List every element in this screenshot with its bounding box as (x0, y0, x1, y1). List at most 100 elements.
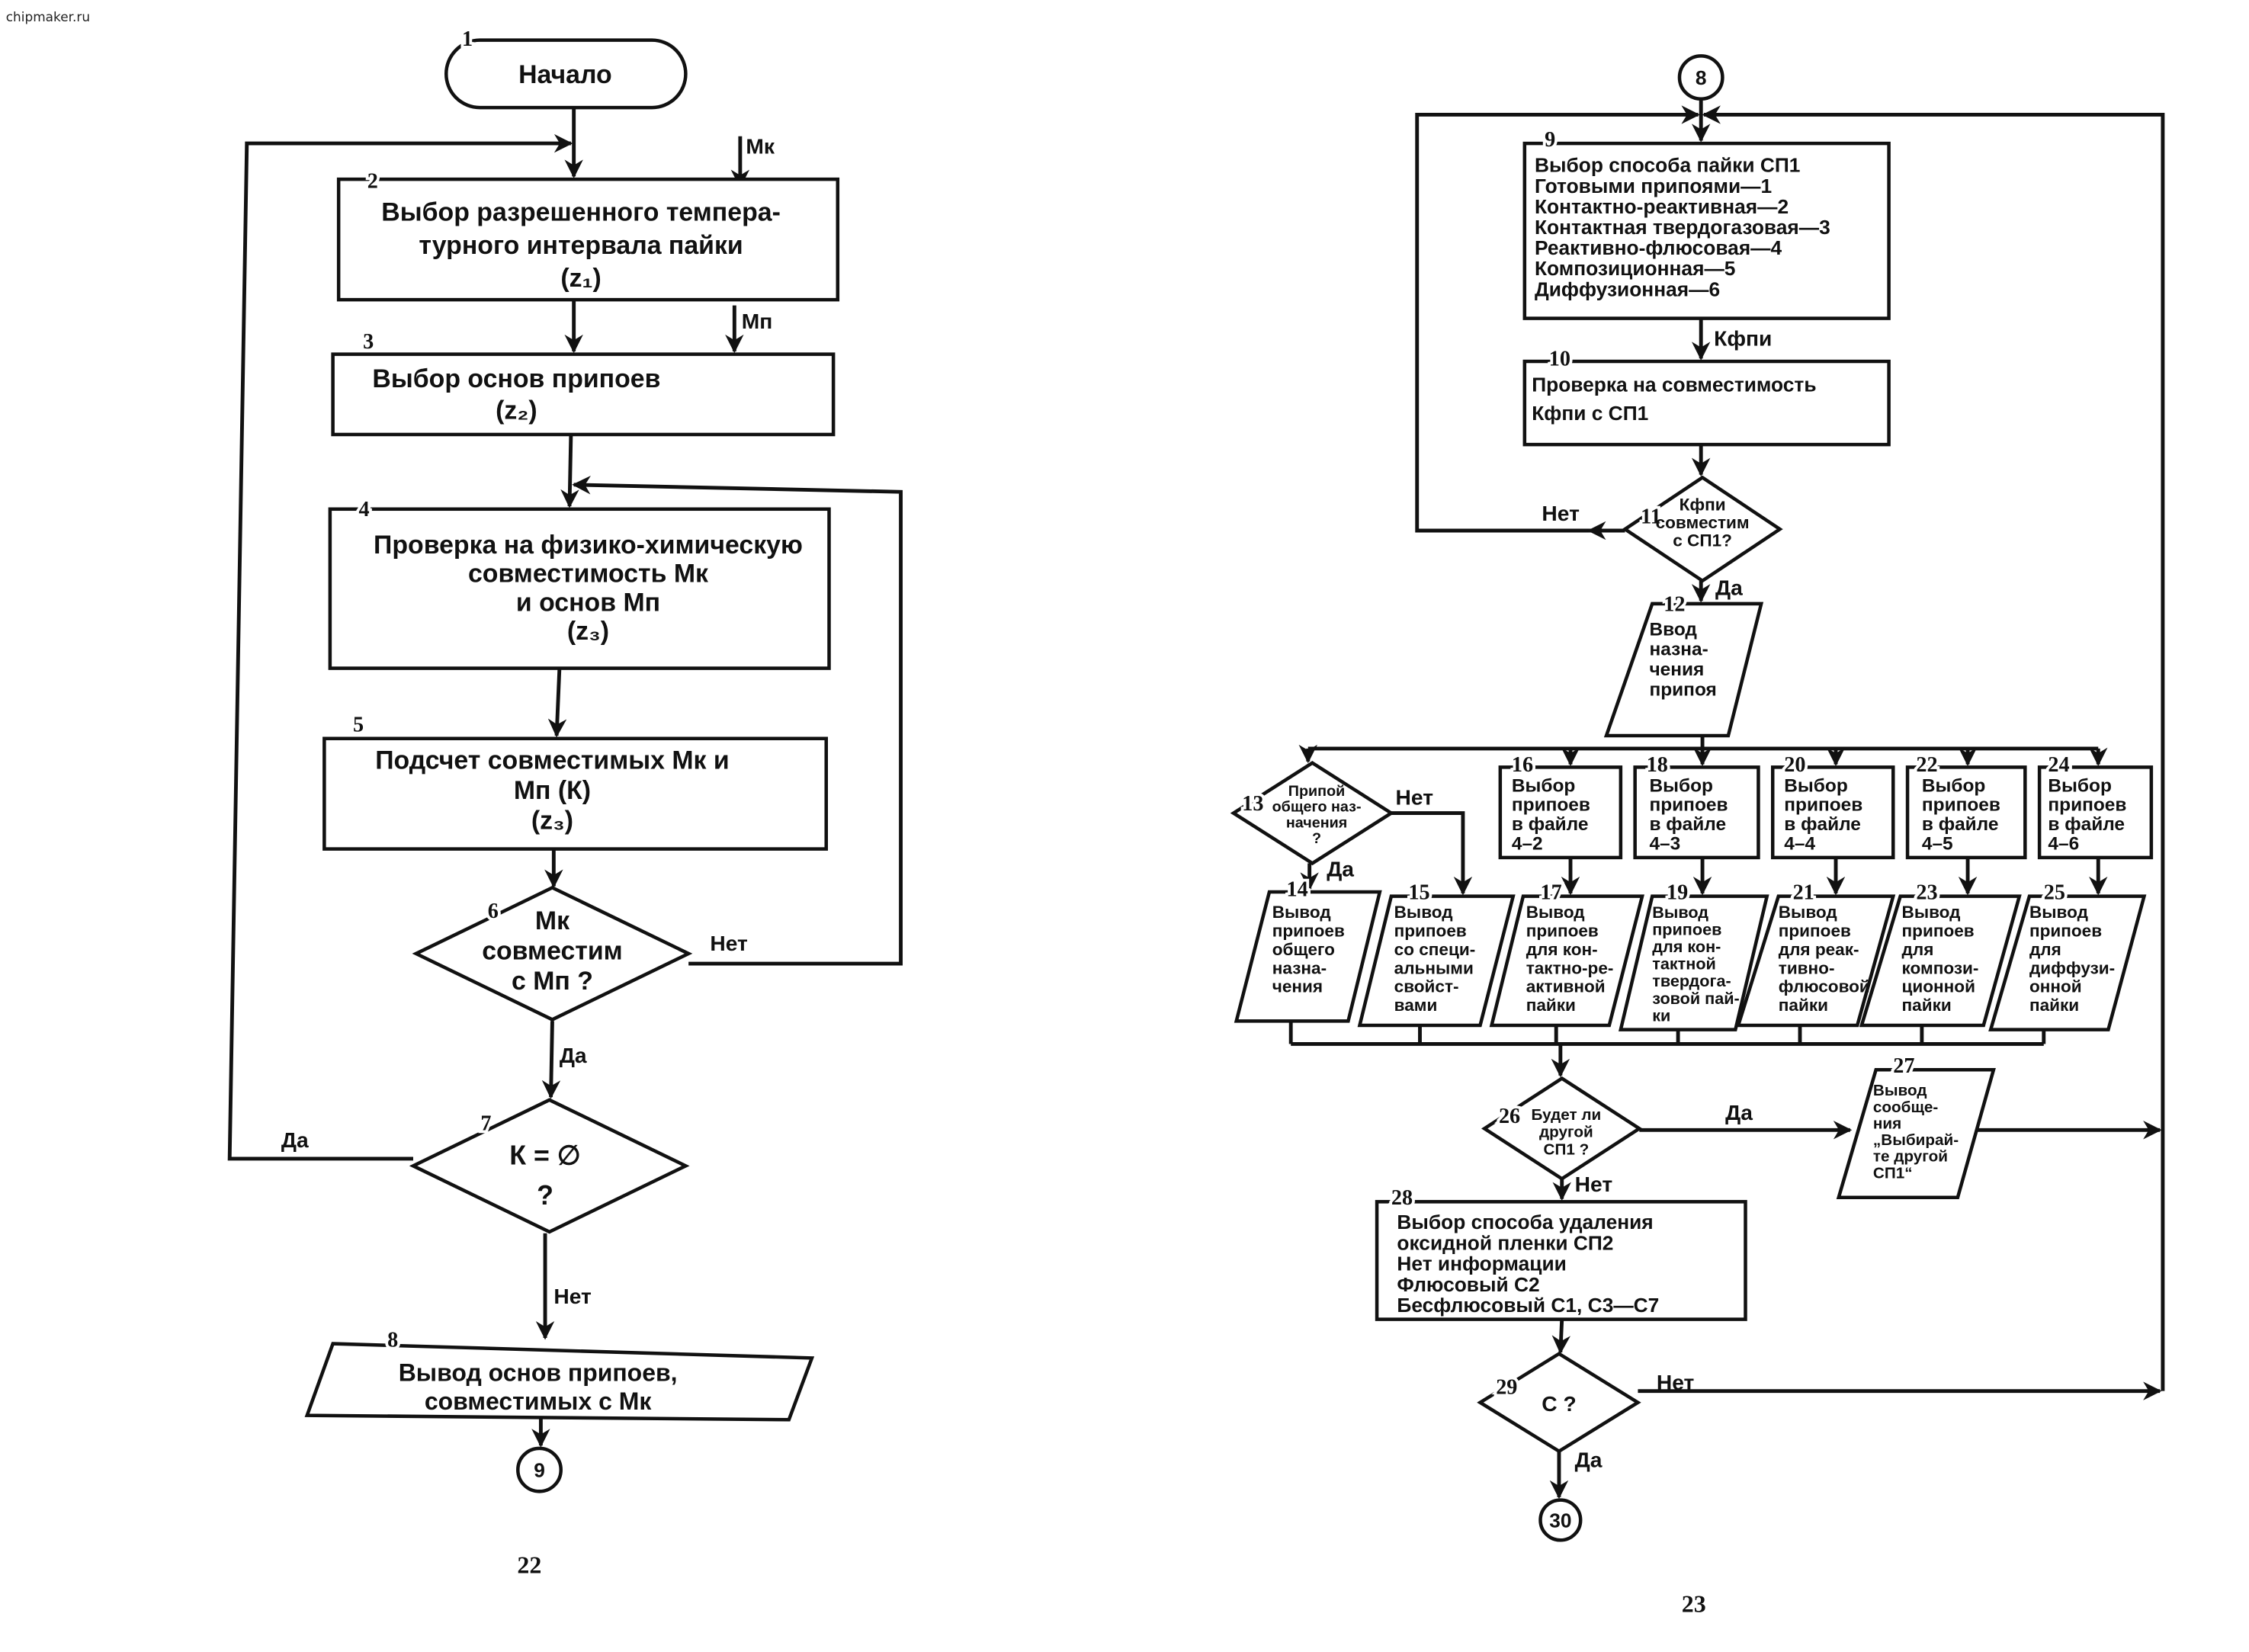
node-text-line: припоев (1526, 921, 1599, 940)
node-text-line: пайки (1902, 996, 1952, 1015)
node-text-line: припоев (2048, 795, 2126, 816)
node-text-line: Проверка на совместимость (1532, 374, 1816, 396)
node-text-line: Реактивно-флюсовая—4 (1535, 236, 1782, 259)
node-text-line: припоев (1652, 919, 1721, 938)
node-text-line: тактной (1652, 954, 1716, 974)
node-number: 24 (2048, 753, 2069, 777)
node-text-line: совместимость Мк (468, 560, 708, 589)
node-text-line: диффузи- (2029, 958, 2115, 977)
connector-line (1702, 105, 2165, 1391)
node-number: 2 (367, 169, 378, 193)
node-number: 12 (1663, 592, 1685, 616)
node-text-line: в файле (1922, 814, 1999, 835)
node-text-line: чения (1272, 977, 1323, 996)
process-shape (1375, 1200, 1747, 1321)
node-text-line: С ? (1542, 1391, 1576, 1416)
terminator-shape (444, 38, 688, 110)
decision-shape (1481, 1076, 1643, 1181)
node-text-line: альными (1394, 958, 1474, 977)
page-number-right: 23 (1682, 1590, 1706, 1617)
node-text-line: Выбор (2048, 775, 2111, 796)
node-text-line: твердога- (1652, 971, 1731, 990)
node-text-line: флюсовой (1779, 977, 1870, 996)
io-shape (1618, 894, 1769, 1031)
connector-line (1551, 1319, 1571, 1355)
node-text: Вывод основ припоев,совместимых с Мк (399, 1358, 678, 1415)
node-text-line: Готовыми припоями—1 (1535, 175, 1772, 197)
node-text-line: припоев (1922, 795, 2000, 816)
edge-label-kf-flow: Кфпи (1714, 326, 1772, 350)
node-text-line: с Мп ? (512, 967, 593, 996)
process-shape (328, 507, 831, 670)
node-text-line: Нет информации (1397, 1253, 1566, 1275)
node-text-line: Подсчет совместимых Мк и (375, 746, 730, 775)
connector-lines (227, 98, 2165, 1500)
decision-shape (412, 885, 693, 1022)
node-text-line: Мп (К) (514, 776, 591, 805)
node-text-line: 4–3 (1649, 834, 1680, 855)
node-number: 27 (1893, 1054, 1914, 1078)
io-shape (1489, 894, 1644, 1028)
node-number: 25 (2044, 881, 2065, 904)
node-text-line: Выбор способа пайки СП1 (1535, 154, 1800, 177)
edge-label-n13-no: Нет (1396, 784, 1434, 809)
decision-shape (409, 1098, 690, 1234)
node-text-line: другой (1539, 1124, 1593, 1141)
edge-label-n11-yes: Да (1715, 576, 1743, 600)
edge-label-mp-input: Мп (742, 309, 773, 333)
edge-label-n6-no: Нет (710, 931, 748, 955)
node-text-line: Проверка на физико-химическую (374, 531, 803, 560)
node-text-line: в файле (1649, 814, 1726, 835)
edge-label-n7-yes: Да (281, 1128, 309, 1152)
node-text-line: ки (1652, 1006, 1670, 1025)
node-number: 8 (387, 1328, 398, 1352)
node-text-line: Вывод (1873, 1082, 1927, 1099)
node-number: 29 (1496, 1375, 1517, 1399)
node-text-line: Выбор способа удаления (1397, 1211, 1653, 1233)
node-text-line: 4–5 (1922, 834, 1953, 855)
decision-shape (1230, 761, 1395, 866)
node-text-line: припоев (1394, 921, 1467, 940)
node-text-line: Выбор (1512, 775, 1575, 796)
node-text: Выбор разрешенного темпера-турного интер… (381, 198, 781, 294)
edge-label-n7-no: Нет (553, 1284, 592, 1308)
node-text-line: припоя (1649, 679, 1716, 700)
node-text-line: СП1“ (1873, 1164, 1913, 1182)
node-text-line: для реак- (1779, 940, 1859, 959)
io-shape (1988, 894, 2147, 1031)
process-shape (2037, 765, 2154, 860)
connector-shape (516, 1446, 563, 1493)
node-text-line: в файле (1512, 814, 1589, 835)
node-text-line: припоев (1512, 795, 1590, 816)
edge-label-mk-input: Мк (746, 133, 775, 158)
node-text-line: Мк (535, 906, 569, 935)
node-text-line: (z₃) (567, 617, 609, 646)
node-text-line: Начало (518, 60, 612, 89)
node-text-line: Кфпи с СП1 (1532, 402, 1648, 425)
connector-label: 9 (534, 1459, 545, 1482)
node-text-line: назна- (1649, 640, 1708, 660)
node-text-line: совместим (1656, 513, 1750, 532)
